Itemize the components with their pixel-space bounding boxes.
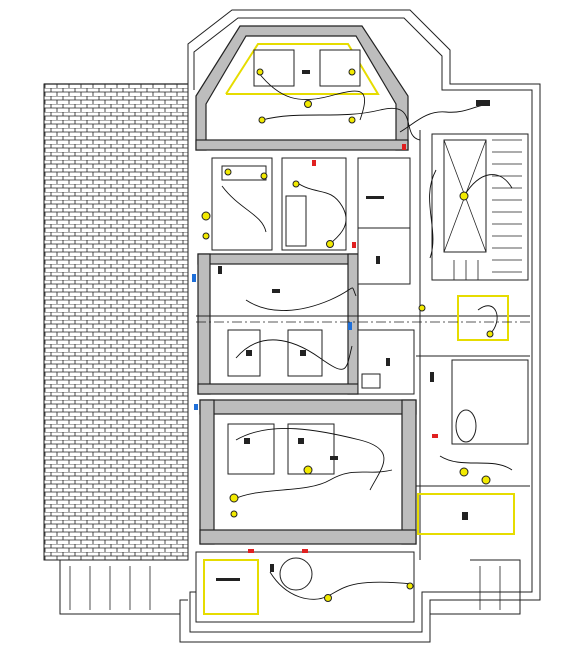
yellow-circle-light-icon	[303, 465, 313, 475]
switch-icon	[300, 350, 306, 356]
switch-icon	[298, 438, 304, 444]
yellow-circle-light-icon	[224, 168, 232, 176]
main-walls	[195, 25, 417, 545]
switch-icon	[330, 456, 338, 460]
yellow-circle-light-icon	[304, 100, 312, 108]
switch-icon	[270, 564, 274, 572]
outer-walls	[59, 9, 541, 643]
yellow-circle-light-icon	[486, 330, 494, 338]
yellow-circle-light-icon	[260, 172, 268, 180]
yellow-circle-light-icon	[230, 510, 238, 518]
yellow-circle-light-icon	[229, 493, 239, 503]
yellow-circle-light-icon	[348, 116, 356, 124]
socket-icon	[476, 100, 490, 106]
yellow-circle-light-icon	[292, 180, 300, 188]
wiring	[221, 71, 513, 600]
yellow-circle-light-icon	[201, 211, 211, 221]
socket-icon	[376, 256, 380, 264]
balcony	[69, 551, 501, 623]
yellow-circle-light-icon	[459, 467, 469, 477]
switch-icon	[244, 438, 250, 444]
yellow-circle-light-icon	[202, 232, 210, 240]
socket-icon	[366, 196, 384, 199]
yellow-circle-light-icon	[459, 191, 469, 201]
switch-icon	[272, 289, 280, 293]
socket-icon	[216, 578, 240, 581]
yellow-circle-light-icon	[348, 68, 356, 76]
switch-icon	[430, 372, 434, 382]
switch-icon	[302, 70, 310, 74]
switch-icon	[246, 350, 252, 356]
yellow-circle-light-icon	[481, 475, 491, 485]
yellow-zones	[225, 43, 515, 535]
yellow-circle-light-icon	[326, 240, 334, 248]
yellow-circle-light-icon	[324, 594, 332, 602]
yellow-circle-light-icon	[256, 68, 264, 76]
furniture	[221, 49, 477, 475]
switch-icon	[462, 512, 468, 520]
light-points	[201, 68, 494, 602]
distribution-board-icon	[402, 144, 406, 150]
socket-icon	[386, 358, 390, 366]
yellow-circle-light-icon	[258, 116, 266, 124]
accents	[192, 144, 438, 553]
yellow-circle-light-icon	[406, 582, 414, 590]
switch-points	[216, 70, 490, 581]
socket-icon	[218, 266, 222, 274]
yellow-circle-light-icon	[418, 304, 426, 312]
roof-slope	[43, 83, 189, 561]
